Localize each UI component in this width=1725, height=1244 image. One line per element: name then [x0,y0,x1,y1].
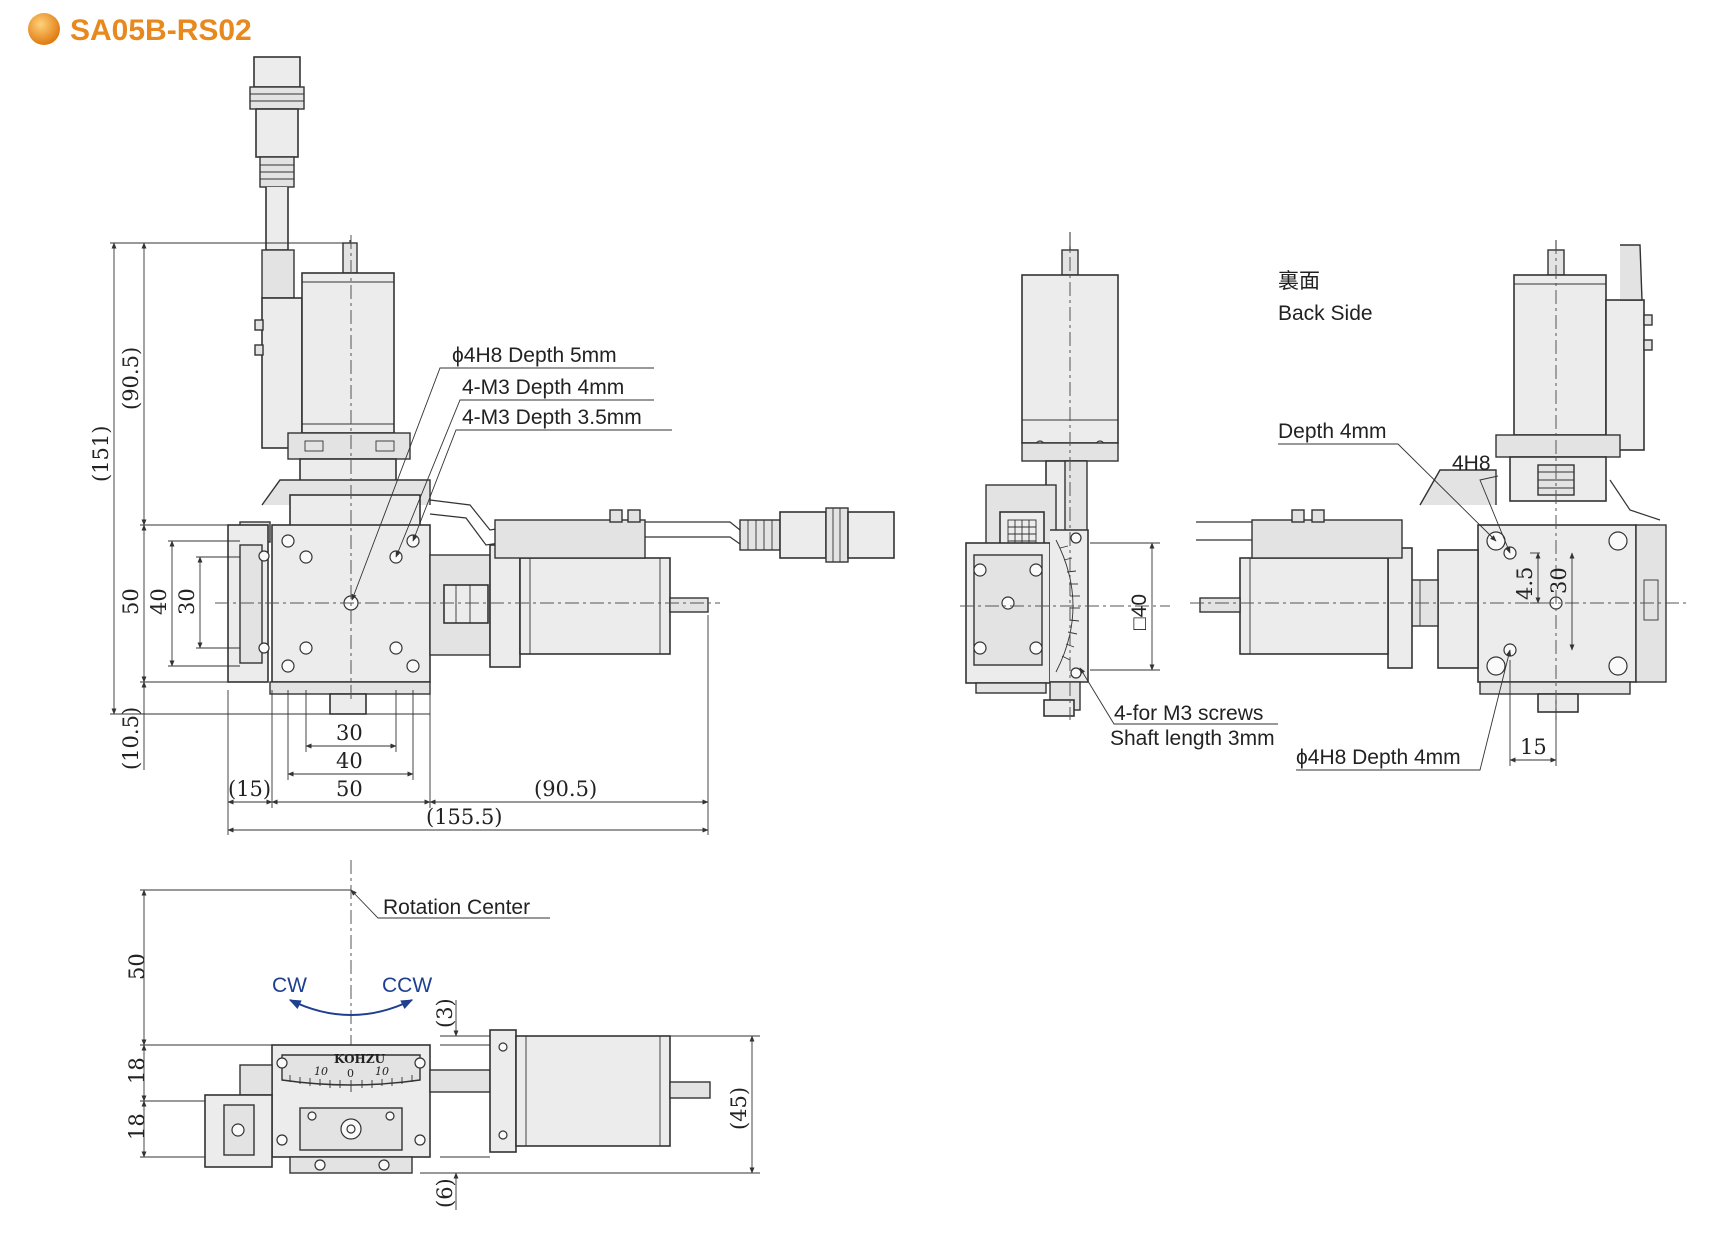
callout-4h8-depth5: ϕ4H8 Depth 5mm [452,344,617,367]
dim-50-top: 50 [125,953,149,980]
back-motor-flange [1387,547,1413,669]
back-title-jp: 裏面 [1278,270,1320,293]
dim-square-40: □40 [1128,594,1151,630]
dim-30-h: 30 [336,721,363,745]
back-view: 裏面 Back Side [1190,240,1690,771]
dim-151: (151) [89,426,113,482]
note-m3-screws: 4-for M3 screws [1114,702,1263,725]
dim-40-h: 40 [336,749,363,773]
callout-4h8: 4H8 [1452,452,1491,475]
motor-flange [489,544,521,668]
title-bullet-icon [28,13,60,45]
rotation-center-label: Rotation Center [383,896,530,919]
dim-4-5: 4.5 [1513,567,1537,600]
scale-right: 10 [375,1065,389,1078]
dim-10-5: (10.5) [119,707,143,770]
cw-label: CW [272,974,307,997]
dim-3: (3) [433,998,457,1028]
ccw-label: CCW [382,974,432,997]
back-motor [1513,274,1607,436]
note-shaft-length: Shaft length 3mm [1110,727,1275,750]
dim-30-v: 30 [175,588,199,615]
rotation-scale [289,1075,413,1092]
callout-m3-depth3-5: 4-M3 Depth 3.5mm [462,406,642,429]
cable-vertical [265,187,289,251]
page-title: SA05B-RS02 [70,14,252,47]
back-title-en: Back Side [1278,302,1373,325]
dim-15: (15) [228,777,271,801]
dim-50-v: 50 [119,588,143,615]
connector-top [253,56,301,88]
dim-90-5-v: (90.5) [119,347,143,410]
callout-m3-depth4: 4-M3 Depth 4mm [462,376,624,399]
dim-18-b: 18 [125,1113,149,1140]
motor-body [301,272,395,434]
back-motor-horizontal [1239,557,1389,655]
connector-right [779,511,827,559]
dim-45: (45) [727,1087,751,1130]
side-view: □40 4-for M3 screws Shaft length 3mm [960,232,1278,750]
dim-50-h: 50 [336,777,363,801]
dim-15-back: 15 [1520,735,1547,759]
rotation-arrow [288,999,414,1016]
callout-4h8-depth4: ϕ4H8 Depth 4mm [1296,746,1461,769]
motor-horizontal [519,557,671,655]
driver-housing [261,297,303,449]
scale-mid: 0 [347,1067,354,1080]
callout-depth-4mm: Depth 4mm [1278,420,1387,443]
dim-18-a: 18 [125,1057,149,1084]
front-view: (151) (90.5) 50 40 30 (10.5) 30 40 50 (1… [89,56,895,835]
brand-label: KOHZU [334,1052,386,1066]
dim-30-back: 30 [1547,567,1571,594]
top-view: Rotation Center CW CCW KOHZU 10 0 10 [125,860,760,1210]
dim-40-v: 40 [147,588,171,615]
top-motor [515,1035,671,1147]
scale-left: 10 [314,1065,328,1078]
dim-6: (6) [433,1178,457,1208]
dim-155-5: (155.5) [426,805,503,829]
dim-90-5-h: (90.5) [534,777,597,801]
